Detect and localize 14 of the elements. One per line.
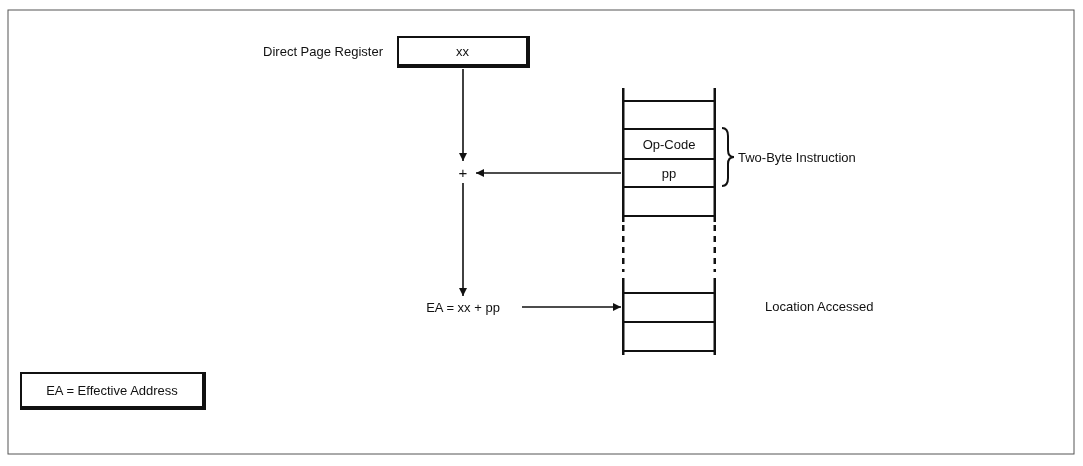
arrow <box>521 303 622 311</box>
arrow <box>459 182 467 297</box>
plus-sign: + <box>451 162 475 182</box>
arrow <box>475 169 622 177</box>
memory-cell: pp <box>622 158 716 188</box>
arrow <box>459 68 467 162</box>
brace-label: Two-Byte Instruction <box>738 150 856 165</box>
caption-text: Direct Page Register <box>263 44 383 59</box>
note-box: EA = Effective Address <box>20 372 206 410</box>
memory-column <box>622 88 716 355</box>
caption-text: Location Accessed <box>765 299 874 314</box>
memory-cell: Op-Code <box>622 128 716 160</box>
register-box: xx <box>397 36 530 68</box>
address-formula: EA = xx + pp <box>405 297 521 317</box>
